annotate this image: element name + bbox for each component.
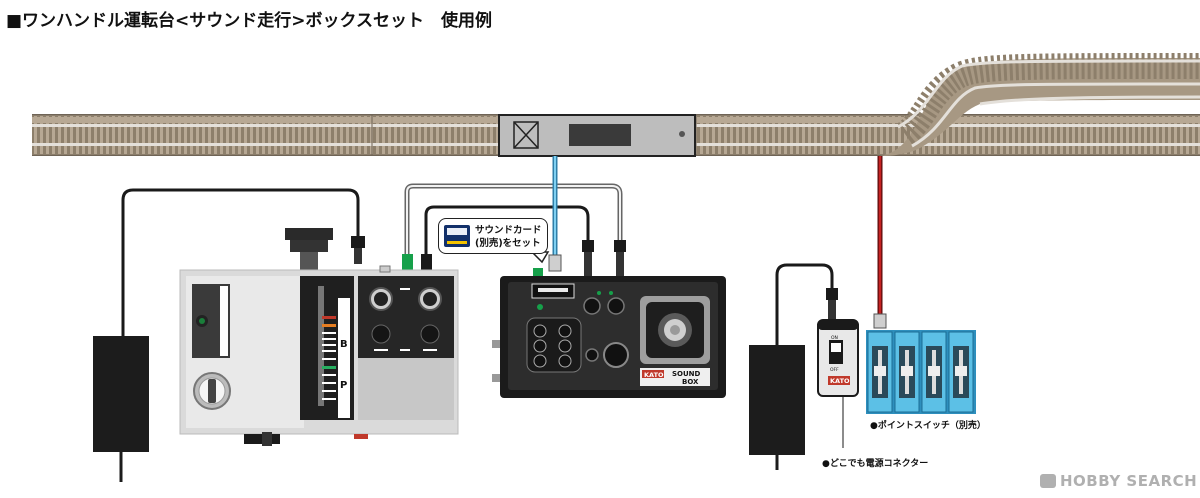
point-switch-4 [948,331,974,413]
watermark-text: HOBBY SEARCH [1060,472,1198,490]
plugs [351,236,887,329]
soundbox-name-1: SOUND [672,370,701,378]
point-switch-2 [894,331,920,413]
sound-card-icon [444,225,470,247]
point-switches [866,330,976,414]
callout-text: サウンドカード (別売)をセット [475,224,542,250]
soundbox-logo: KATO [644,371,664,379]
callout-line-2: (別売)をセット [475,238,541,249]
connector-on: ON [831,335,838,341]
branch-track [880,53,1200,156]
sound-box: KATO SOUND BOX [492,276,726,398]
power-connector: ON OFF KATO [817,319,859,397]
ac-adapter-left [93,336,149,482]
power-connector-label: ●どこでも電源コネクター [822,459,929,469]
diagram-title: ■ワンハンドル運転台<サウンド走行>ボックスセット 使用例 [6,6,492,31]
connector-off: OFF [830,367,839,373]
one-handle-controller: B P [179,228,459,446]
watermark: HOBBY SEARCH [1040,472,1197,490]
ac-adapter-right [749,345,805,470]
power-letter: P [340,380,347,391]
connector-logo: KATO [830,377,850,385]
diagram-title-text: ■ワンハンドル運転台<サウンド走行>ボックスセット 使用例 [6,11,493,31]
callout-line-1: サウンドカード [475,225,542,236]
sound-card-callout: サウンドカード (別売)をセット [438,218,548,254]
watermark-icon [1040,474,1056,488]
track-sound-unit [498,114,696,157]
point-switch-label: ●ポイントスイッチ（別売） [870,421,986,431]
wires [121,156,883,448]
point-switch-3 [921,331,947,413]
soundbox-name-2: BOX [682,378,699,386]
point-switch-1 [867,331,893,413]
brake-letter: B [340,339,348,350]
